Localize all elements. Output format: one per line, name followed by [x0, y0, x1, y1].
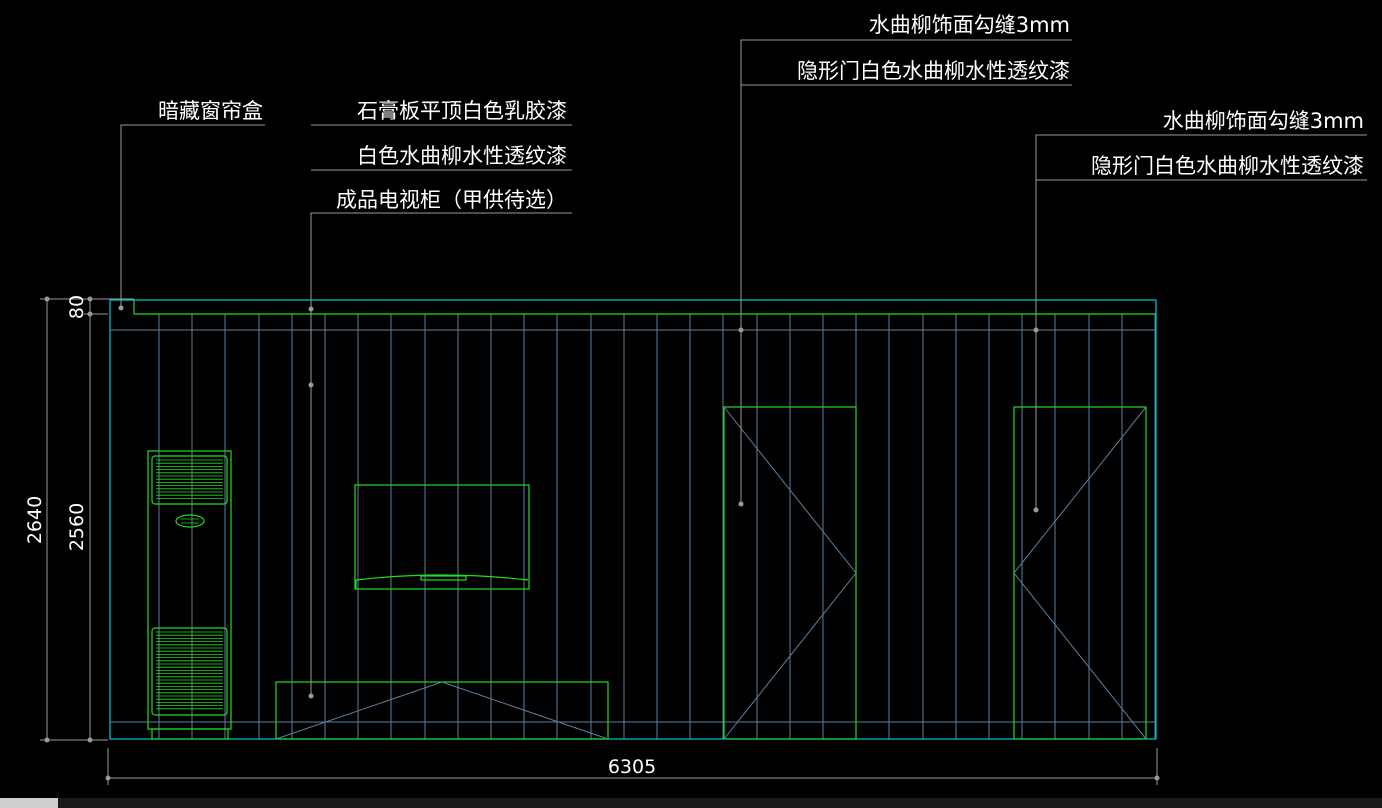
- tv-cabinet: [275, 681, 609, 740]
- dimension-ticks: [44, 296, 1160, 781]
- dimension-ceiling-drop: 80: [66, 295, 88, 319]
- tv-cabinet-opening-lines: [275, 681, 609, 740]
- hidden-door-1: [723, 406, 857, 740]
- dimension-lines: [40, 298, 1158, 785]
- leader-dots: [118, 305, 1039, 699]
- label-tv-cabinet: 成品电视柜（甲供待选）: [336, 188, 567, 212]
- label-door1-finish: 隐形门白色水曲柳水性透纹漆: [797, 59, 1070, 83]
- label-door1-groove: 水曲柳饰面勾缝3mm: [869, 13, 1070, 37]
- television: [354, 484, 530, 590]
- label-ceiling: 石膏板平顶白色乳胶漆: [357, 99, 567, 123]
- status-tab[interactable]: [0, 798, 58, 808]
- label-wall-finish: 白色水曲柳水性透纹漆: [357, 144, 567, 168]
- label-door2-groove: 水曲柳饰面勾缝3mm: [1163, 109, 1364, 133]
- dimension-wall-height: 2560: [66, 503, 88, 551]
- dimension-total-height: 2640: [24, 496, 46, 544]
- ac-bottom-vent: [156, 631, 223, 710]
- wall-outline: [109, 299, 1157, 740]
- label-door2-finish: 隐形门白色水曲柳水性透纹漆: [1091, 154, 1364, 178]
- horizontal-reference-lines: [110, 329, 1156, 723]
- dimension-total-width: 6305: [608, 756, 656, 778]
- aircon-brand-badge-icon: [175, 514, 205, 528]
- air-conditioner: [147, 450, 232, 740]
- status-bar: [0, 798, 1382, 808]
- leader-lines: [120, 39, 1367, 696]
- ceiling-band: [133, 300, 1156, 315]
- ac-top-vent: [156, 459, 223, 499]
- wood-panel-lines: [158, 314, 1156, 739]
- hidden-door-2: [1013, 406, 1147, 740]
- label-curtain-box: 暗藏窗帘盒: [158, 99, 263, 123]
